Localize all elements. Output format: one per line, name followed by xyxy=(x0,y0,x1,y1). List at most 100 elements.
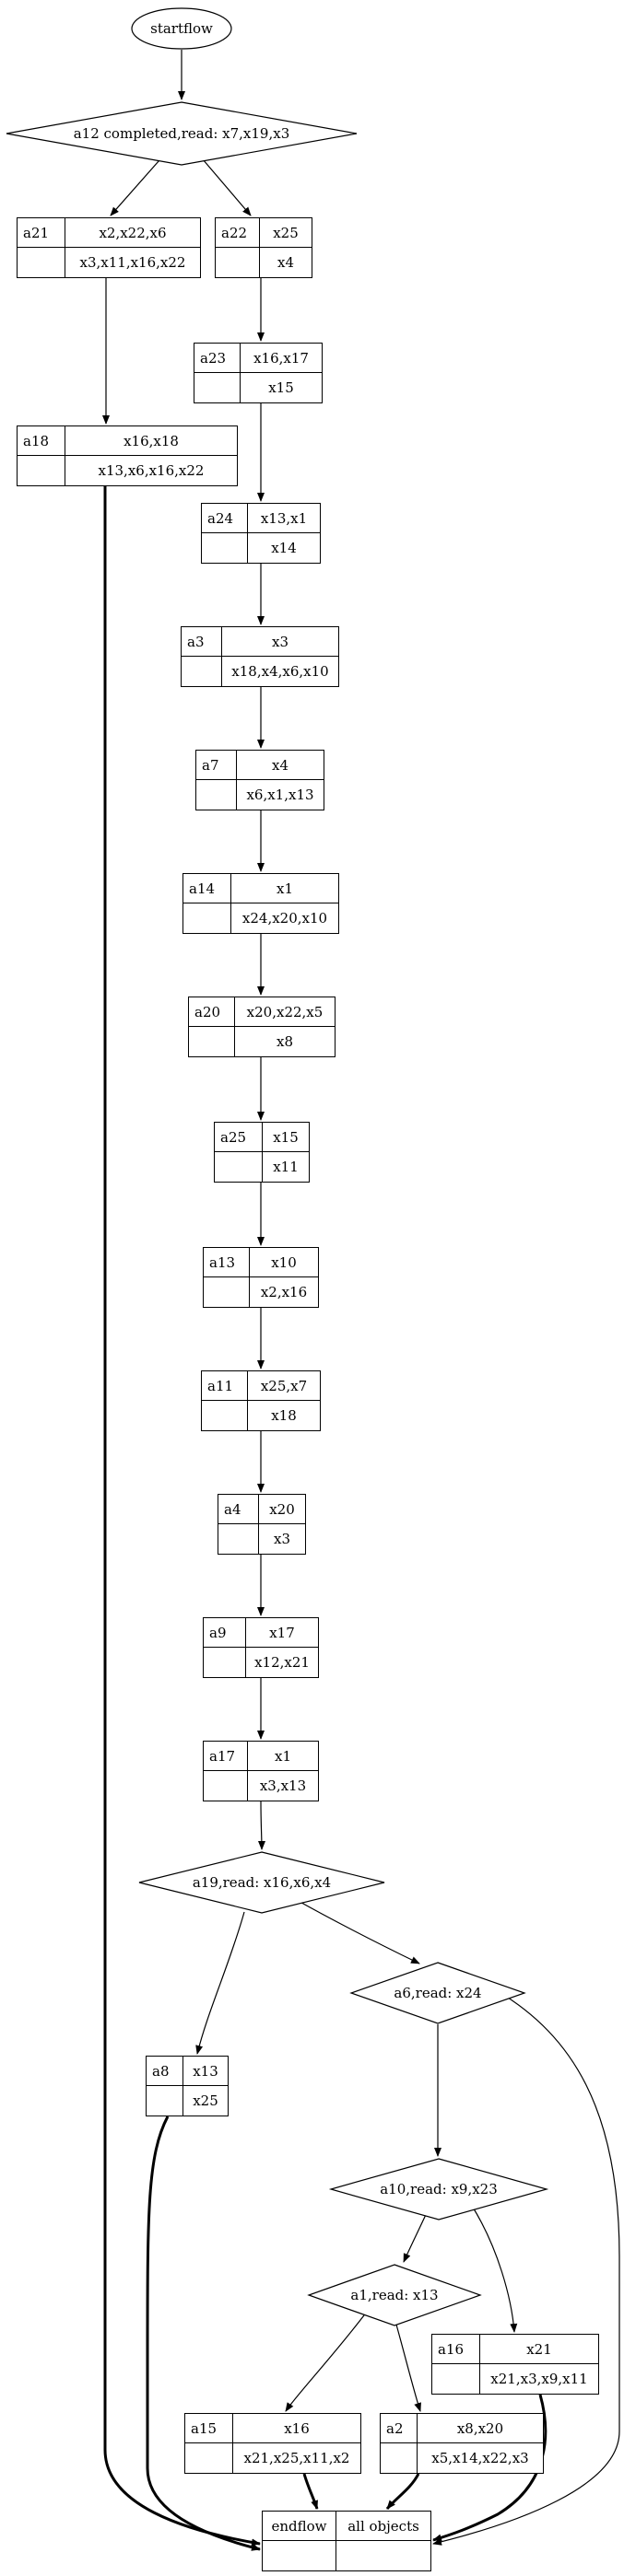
activity-reads: x3 xyxy=(271,633,288,650)
activity-read-row: a13 x10 xyxy=(204,1248,318,1277)
activity-a13: a13 x10 x2,x16 xyxy=(203,1247,319,1308)
activity-reads: x25,x7 xyxy=(260,1377,308,1394)
activity-reads: x20,x22,x5 xyxy=(246,1003,324,1020)
activity-write-row: x5,x14,x22,x3 xyxy=(381,2443,543,2473)
activity-reads: x8,x20 xyxy=(456,2419,504,2437)
activity-writes: x21,x3,x9,x11 xyxy=(490,2371,588,2387)
activity-writes: x8 xyxy=(276,1033,293,1050)
start-node: startflow xyxy=(131,7,232,50)
activity-id-spacer xyxy=(381,2443,418,2473)
activity-a15: a15 x16 x21,x25,x11,x2 xyxy=(184,2413,361,2474)
decision-diamond xyxy=(307,2264,482,2326)
end-detail: all objects xyxy=(336,2512,430,2541)
activity-write-row: x21,x25,x11,x2 xyxy=(185,2443,360,2473)
decision-diamond xyxy=(349,1962,526,2024)
activity-read-row: a21 x2,x22,x6 xyxy=(18,218,200,248)
activity-writes: x11 xyxy=(273,1159,299,1175)
activity-write-row: x4 xyxy=(216,248,312,277)
activity-writes: x18,x4,x6,x10 xyxy=(231,663,329,680)
start-label: startflow xyxy=(150,20,213,37)
edge-a2-to-end xyxy=(385,2473,420,2510)
activity-a7: a7 x4 x6,x1,x13 xyxy=(195,750,324,810)
activity-write-row: x6,x1,x13 xyxy=(196,780,324,810)
activity-write-row: x3 xyxy=(218,1524,305,1554)
activity-id-spacer xyxy=(183,903,231,933)
activity-reads: x16 xyxy=(284,2419,310,2437)
activity-write-row: x15 xyxy=(194,373,322,402)
activity-writes: x3,x11,x16,x22 xyxy=(79,254,186,271)
activity-reads: x15 xyxy=(273,1128,299,1146)
activity-a3: a3 x3 x18,x4,x6,x10 xyxy=(181,626,339,687)
activity-a14: a14 x1 x24,x20,x10 xyxy=(182,873,339,934)
activity-reads: x4 xyxy=(271,756,288,774)
activity-write-row: x8 xyxy=(189,1027,335,1056)
activity-reads: x16,x18 xyxy=(124,432,179,449)
edge-a12-to-a21 xyxy=(110,152,167,216)
end-node: endflow all objects xyxy=(262,2511,431,2571)
activity-id: a17 xyxy=(204,1742,248,1770)
edge-a8-to-end xyxy=(146,2116,261,2551)
decision-diamond xyxy=(6,101,358,166)
activity-id: a15 xyxy=(185,2414,233,2442)
activity-read-row: a23 x16,x17 xyxy=(194,344,322,373)
activity-write-row: x24,x20,x10 xyxy=(183,903,338,933)
decision-a1: a1,read: x13 xyxy=(307,2264,482,2326)
activity-id: a21 xyxy=(18,218,65,247)
activity-writes: x3,x13 xyxy=(259,1778,307,1794)
edge-a15-to-end xyxy=(302,2473,319,2510)
activity-reads: x25 xyxy=(273,224,299,241)
activity-reads: x1 xyxy=(274,1747,291,1765)
activity-id-spacer xyxy=(215,1152,263,1182)
activity-id: a13 xyxy=(204,1248,250,1276)
activity-a20: a20 x20,x22,x5 x8 xyxy=(188,997,336,1057)
activity-reads: x10 xyxy=(271,1253,297,1271)
activity-reads: x13,x1 xyxy=(260,509,308,527)
activity-writes: x24,x20,x10 xyxy=(241,910,328,927)
activity-write-row: x18,x4,x6,x10 xyxy=(182,657,338,686)
edge-a19-to-a8 xyxy=(195,1911,245,2055)
activity-id-spacer xyxy=(202,1401,248,1430)
activity-writes: x3 xyxy=(273,1531,290,1547)
end-label: endflow xyxy=(263,2512,336,2541)
activity-read-row: a20 x20,x22,x5 xyxy=(189,997,335,1027)
decision-label: a12 completed,read: x7,x19,x3 xyxy=(73,125,290,142)
edge-a12-to-a22 xyxy=(196,152,252,216)
activity-a23: a23 x16,x17 x15 xyxy=(194,343,323,403)
activity-read-row: a15 x16 xyxy=(185,2414,360,2443)
activity-id: a18 xyxy=(18,426,65,455)
edge-a1-to-a2 xyxy=(395,2324,421,2412)
activity-id: a9 xyxy=(204,1618,246,1647)
edge-a18-to-end xyxy=(103,486,261,2547)
activity-id-spacer xyxy=(196,780,237,810)
activity-writes: x6,x1,x13 xyxy=(246,787,314,803)
decision-label: a6,read: x24 xyxy=(394,1985,482,2001)
activity-id: a23 xyxy=(194,344,241,372)
activity-a11: a11 x25,x7 x18 xyxy=(201,1370,321,1431)
activity-writes: x4 xyxy=(277,254,294,271)
activity-id-spacer xyxy=(185,2443,233,2473)
edge-a10-to-a16 xyxy=(471,2205,518,2333)
activity-read-row: a8 x13 xyxy=(147,2057,228,2086)
activity-id: a4 xyxy=(218,1495,259,1523)
edge-a19-to-a6 xyxy=(294,1898,420,1964)
activity-a17: a17 x1 x3,x13 xyxy=(203,1741,319,1801)
activity-id: a7 xyxy=(196,751,237,779)
activity-id-spacer xyxy=(18,456,65,485)
activity-a22: a22 x25 x4 xyxy=(215,217,312,278)
activity-read-row: a3 x3 xyxy=(182,627,338,657)
activity-write-row: x3,x13 xyxy=(204,1771,318,1801)
decision-a19: a19,read: x16,x6,x4 xyxy=(138,1851,385,1914)
activity-writes: x2,x16 xyxy=(260,1284,308,1300)
edge-a6-to-end xyxy=(432,1990,620,2546)
decision-label: a19,read: x16,x6,x4 xyxy=(192,1874,332,1891)
activity-read-row: a14 x1 xyxy=(183,874,338,903)
activity-writes: x21,x25,x11,x2 xyxy=(243,2450,350,2466)
activity-id: a16 xyxy=(432,2335,480,2363)
activity-a24: a24 x13,x1 x14 xyxy=(201,503,321,564)
activity-reads: x1 xyxy=(276,880,293,897)
activity-writes: x25 xyxy=(193,2092,218,2109)
activity-write-row: x2,x16 xyxy=(204,1277,318,1307)
activity-id: a8 xyxy=(147,2057,183,2085)
activity-id-spacer xyxy=(216,248,260,277)
